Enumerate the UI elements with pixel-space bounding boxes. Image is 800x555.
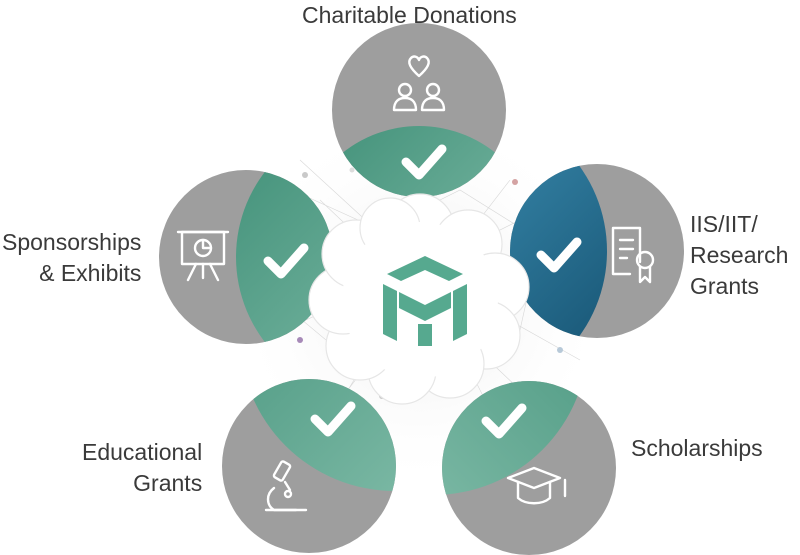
node-scholarships <box>442 381 616 555</box>
cloud-cube-logo-icon <box>383 256 467 346</box>
center-cloud <box>308 193 530 405</box>
presentation-board-icon <box>176 230 230 282</box>
microscope-icon <box>264 460 308 512</box>
check-icon <box>481 403 527 439</box>
label-scholarships: Scholarships <box>631 435 763 461</box>
check-icon <box>310 401 356 437</box>
node-educational-grants <box>222 379 396 553</box>
check-icon <box>401 144 447 180</box>
label-sponsorships-exhibits: Sponsorships & Exhibits <box>2 229 142 286</box>
graduation-cap-icon <box>506 466 567 505</box>
check-icon <box>536 237 582 273</box>
label-charitable-donations: Charitable Donations <box>302 2 517 28</box>
label-research-grants: IIS/IIT/ Research Grants <box>690 211 789 299</box>
check-icon <box>263 243 309 279</box>
people-heart-icon <box>392 55 446 112</box>
label-educational-grants: Educational Grants <box>82 439 203 496</box>
certificate-icon <box>611 226 655 284</box>
